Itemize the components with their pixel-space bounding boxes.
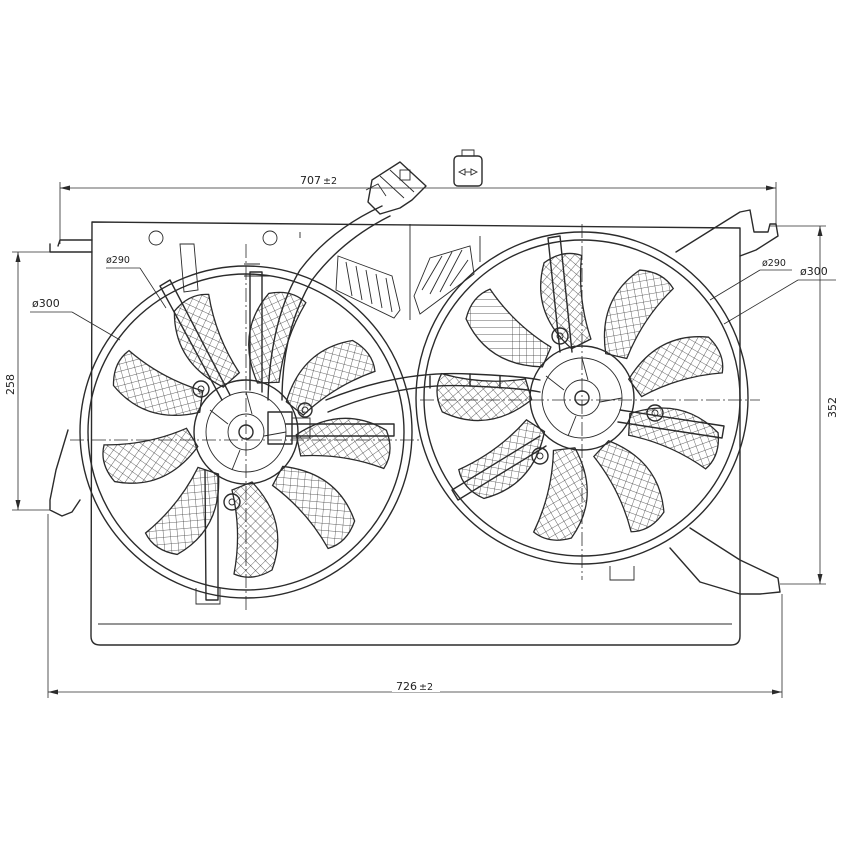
fan-blade bbox=[271, 465, 356, 550]
fan-blade bbox=[603, 269, 675, 360]
bottom-width-value: 726 bbox=[396, 680, 417, 693]
left-fan bbox=[79, 265, 413, 601]
right-fan-inner-diameter: ø290 bbox=[762, 258, 786, 269]
dimension-left-height: 258 bbox=[4, 251, 50, 511]
right-fan-diameter-callouts: ø290 ø300 bbox=[709, 258, 836, 325]
bottom-width-tolerance: ±2 bbox=[419, 682, 433, 693]
shroud-frame bbox=[49, 209, 781, 646]
left-height-value: 258 bbox=[4, 374, 17, 395]
fan-blade bbox=[465, 288, 552, 368]
left-fan-blades bbox=[102, 291, 391, 578]
louvre-block-right bbox=[413, 245, 475, 315]
fan-blade bbox=[532, 447, 588, 541]
fan-blade bbox=[231, 481, 279, 578]
fan-blade bbox=[627, 336, 724, 398]
wiring-harness bbox=[267, 161, 541, 413]
dimension-right-height: 352 bbox=[770, 225, 839, 585]
fan-blade bbox=[592, 440, 665, 533]
left-fan-inner-diameter: ø290 bbox=[106, 255, 130, 266]
dimension-top-width: 707 ±2 bbox=[59, 172, 777, 244]
fan-blade bbox=[173, 293, 241, 388]
top-width-value: 707 bbox=[300, 174, 321, 187]
center-lines bbox=[70, 224, 760, 610]
fan-blade bbox=[102, 427, 199, 484]
louvre-block-left bbox=[335, 255, 401, 319]
fan-blade bbox=[458, 418, 546, 500]
fan-blade bbox=[285, 339, 376, 416]
fan-blade bbox=[627, 407, 720, 470]
left-fan-outer-diameter: ø300 bbox=[32, 297, 60, 310]
fan-blade bbox=[112, 349, 204, 416]
right-height-value: 352 bbox=[826, 397, 839, 418]
right-fan-outer-diameter: ø300 bbox=[800, 265, 828, 278]
dimension-bottom-width: 726 ±2 bbox=[47, 514, 783, 698]
fan-blade bbox=[248, 291, 307, 384]
fan-blade bbox=[295, 417, 391, 470]
top-width-tolerance: ±2 bbox=[323, 176, 337, 187]
left-fan-diameter-callouts: ø290 ø300 bbox=[30, 255, 167, 341]
fan-blade bbox=[540, 252, 592, 350]
right-fan-blades bbox=[436, 252, 724, 541]
two-pin-connector-icon bbox=[453, 149, 483, 187]
right-fan bbox=[415, 231, 749, 565]
fan-blade bbox=[144, 466, 220, 556]
fan-blade bbox=[436, 372, 533, 422]
